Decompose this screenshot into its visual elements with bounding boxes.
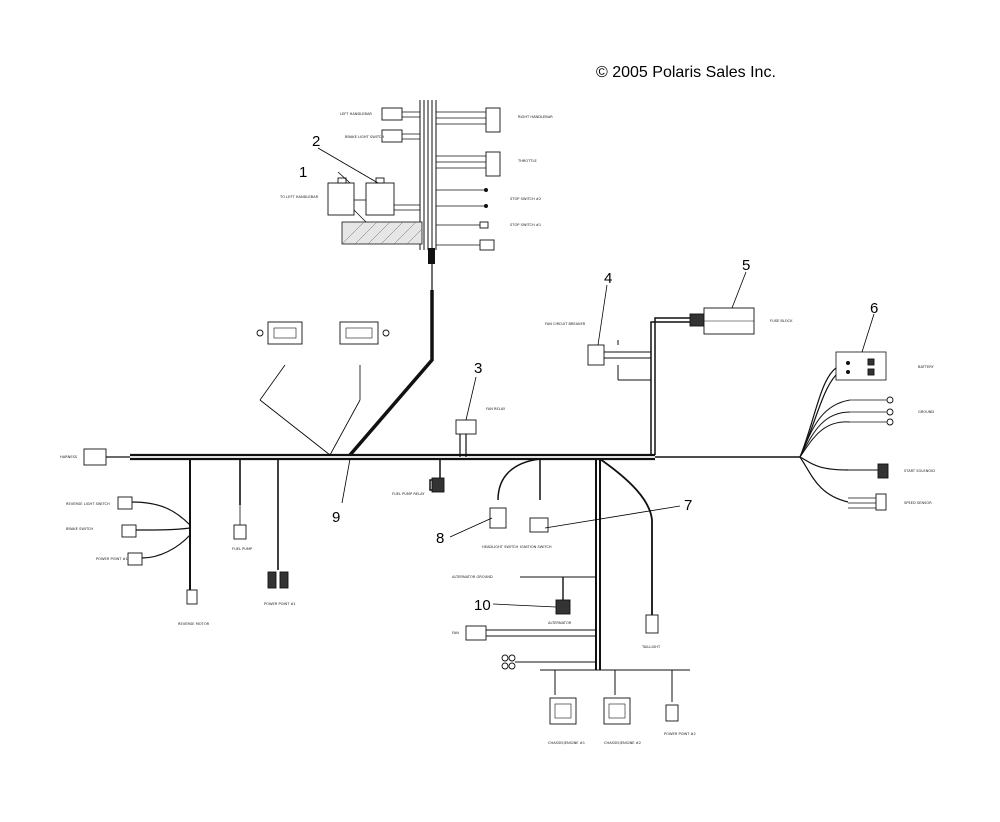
- fan-relay: FAN RELAY: [455, 407, 506, 457]
- taillight-label: TAILLIGHT: [641, 645, 661, 649]
- start-solenoid-label: START SOLENOID: [904, 469, 935, 473]
- ignition-switch-label: IGNITION SWITCH: [520, 545, 552, 549]
- callout-numbers: 1 2 3 4 5 6 7 8 9 10: [299, 133, 878, 614]
- power-point-label: POWER POINT #1: [264, 602, 296, 606]
- chassis-2-label: CHASSIS/ENGINE #2: [604, 741, 641, 745]
- fuel-pump-relay: FUEL PUMP RELAY: [392, 459, 445, 496]
- headlight-switch-label: HEADLIGHT SWITCH: [482, 545, 518, 549]
- upper-harness-lead: [348, 248, 435, 457]
- power-point-left-label: POWER POINT #1: [96, 557, 128, 561]
- alternator-label: ALTERNATOR: [548, 621, 572, 625]
- battery-label: BATTERY: [918, 365, 935, 369]
- callout-4: 4: [604, 270, 612, 287]
- callout-leaders: [317, 147, 875, 608]
- fan-label: FAN: [452, 631, 459, 635]
- copyright-text: © 2005 Polaris Sales Inc.: [596, 64, 776, 81]
- brake-switch-label: BRAKE SWITCH: [66, 527, 93, 531]
- reverse-light-label: REVERSE LIGHT SWITCH: [66, 502, 110, 506]
- callout-7: 7: [684, 497, 692, 514]
- callout-5: 5: [742, 257, 750, 274]
- right-handlebar-label: RIGHT HANDLEBAR: [518, 115, 553, 119]
- fan-relay-label: FAN RELAY: [486, 407, 506, 411]
- harness-connector: [83, 448, 107, 466]
- power-point-2-label: POWER POINT #2: [664, 732, 696, 736]
- fuse-block-label: FUSE BLOCK: [770, 319, 793, 323]
- main-harness-trunk: HARNESS: [60, 448, 800, 466]
- left-handlebar-connector: [327, 182, 355, 216]
- callout-8: 8: [436, 530, 444, 547]
- alternator-ground-label: ALTERNATOR GROUND: [452, 575, 493, 579]
- callout-3: 3: [474, 360, 482, 377]
- stop-switch-2-label: STOP SWITCH #2: [510, 197, 541, 201]
- handlebar-harness: TO LEFT HANDLEBAR LEFT HANDLEBAR BRAKE L…: [279, 100, 553, 251]
- harness-label: HARNESS: [60, 455, 78, 459]
- brake-connector-2: [365, 182, 395, 216]
- fuel-pump-relay-label: FUEL PUMP RELAY: [392, 492, 425, 496]
- circuit-breaker-label: FAN CIRCUIT BREAKER: [545, 322, 586, 326]
- to-left-handlebar-label: TO LEFT HANDLEBAR: [279, 195, 319, 199]
- throttle-label: THROTTLE: [517, 159, 538, 163]
- reverse-motor-label: REVERSE MOTOR: [178, 622, 210, 626]
- callout-10: 10: [474, 597, 491, 614]
- chassis-1-label: CHASSIS/ENGINE #1: [548, 741, 585, 745]
- stop-switch-1-label: STOP SWITCH #1: [510, 223, 541, 227]
- callout-1: 1: [299, 164, 307, 181]
- callout-2: 2: [312, 133, 320, 150]
- callout-6: 6: [870, 300, 878, 317]
- left-handlebar-label: LEFT HANDLEBAR: [340, 112, 372, 116]
- fuel-pump-label: FUEL PUMP: [232, 547, 253, 551]
- speed-sensor-label: SPEED SENSOR: [904, 501, 932, 505]
- lower-branches: HEADLIGHT SWITCH IGNITION SWITCH TAILLIG…: [452, 458, 696, 745]
- right-branch: BATTERY GROUND START SOLENOID SPEED SENS…: [799, 351, 935, 511]
- callout-9: 9: [332, 509, 340, 526]
- fuse-block-area: FUSE BLOCK FAN CIRCUIT BREAKER: [545, 307, 793, 455]
- ground-label: GROUND: [918, 410, 934, 414]
- brake-light-switch-label: BRAKE LIGHT SWITCH: [345, 135, 384, 139]
- left-branches: REVERSE LIGHT SWITCH BRAKE SWITCH POWER …: [66, 459, 296, 626]
- engine-chassis-connectors: [256, 321, 390, 456]
